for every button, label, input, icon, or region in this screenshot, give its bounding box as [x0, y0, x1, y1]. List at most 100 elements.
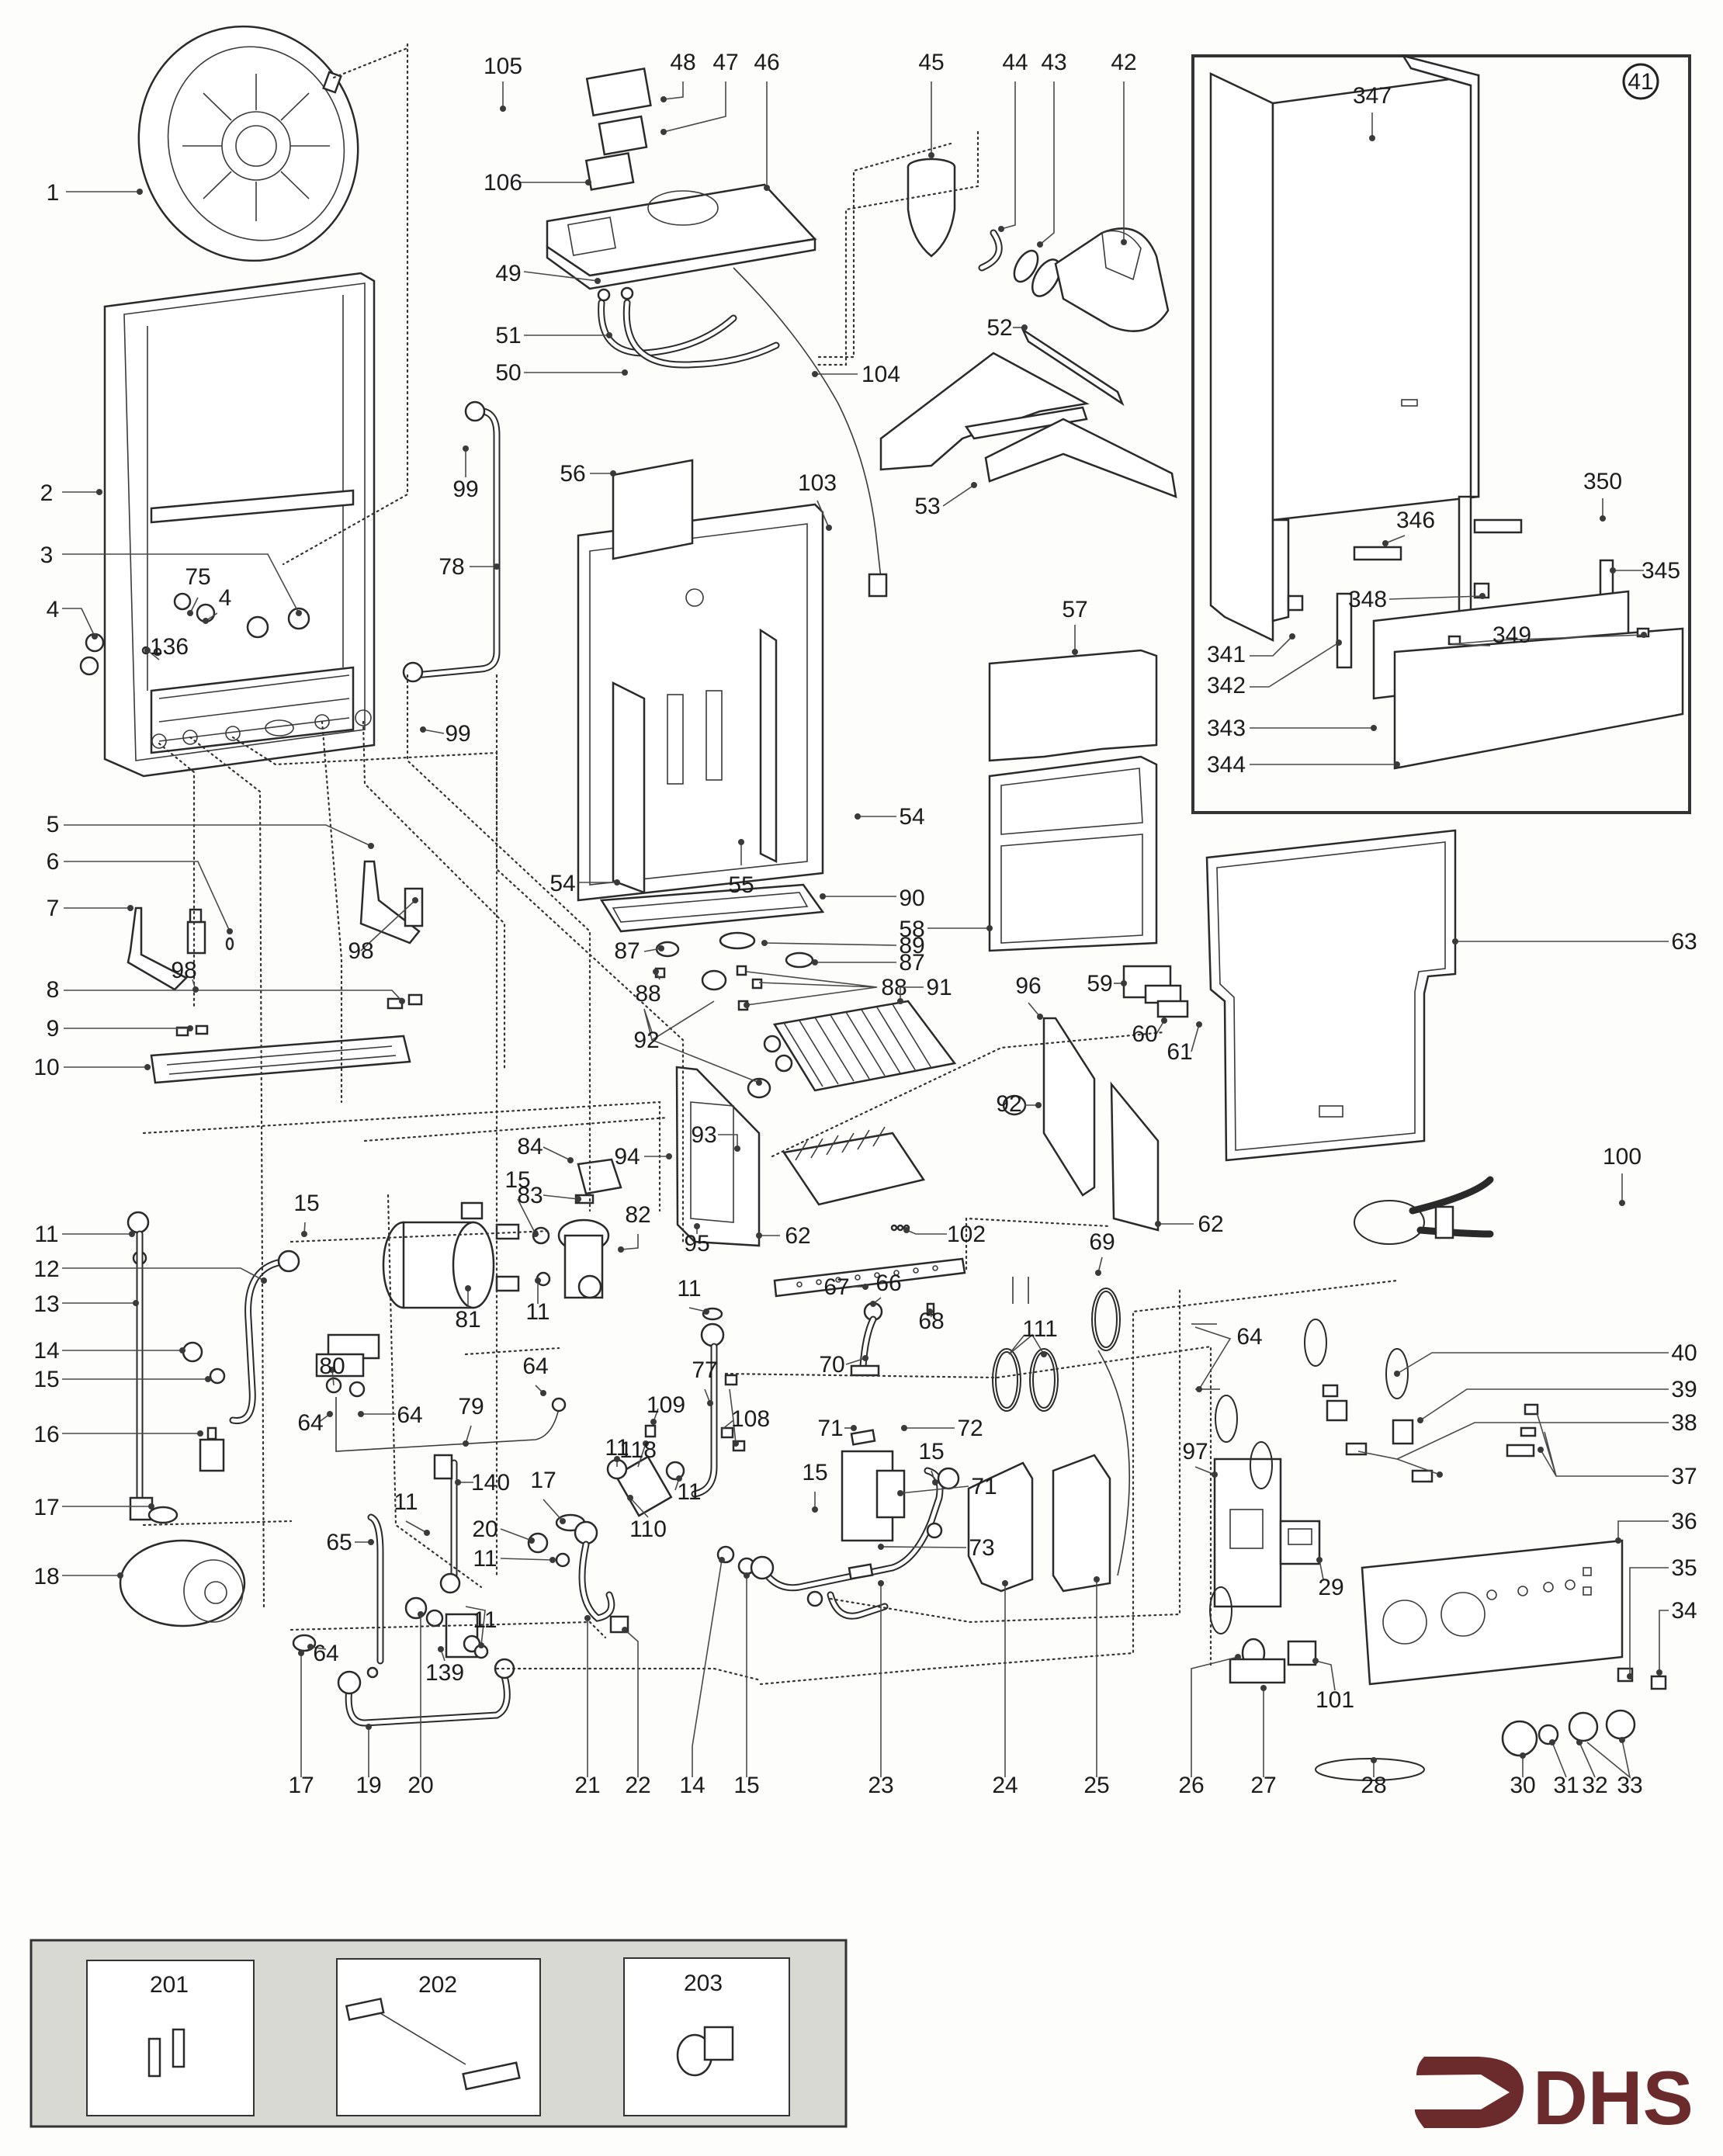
callout-87: 87	[614, 938, 664, 964]
leader-dot	[1196, 1021, 1202, 1028]
callout-16: 16	[33, 1422, 203, 1447]
callout-92: 92	[996, 1091, 1042, 1117]
leader-dot	[1619, 1737, 1625, 1743]
leader-dot	[610, 470, 616, 477]
part-number-label: 83	[517, 1183, 543, 1208]
leader-dot	[463, 1440, 469, 1447]
part-number-label: 108	[731, 1406, 770, 1432]
part-number-label: 93	[691, 1122, 716, 1148]
part-number-label: 341	[1207, 642, 1246, 667]
part-number-label: 15	[504, 1167, 530, 1193]
part-number-label: 61	[1167, 1039, 1192, 1065]
leader-line	[543, 1146, 571, 1161]
callout-11: 11	[465, 1606, 497, 1648]
accessory-card-202	[336, 1958, 541, 2116]
part-number-label: 70	[819, 1352, 844, 1378]
callout-81: 81	[455, 1285, 481, 1333]
leader-dot	[205, 1376, 211, 1382]
part-number-label: 342	[1207, 673, 1246, 698]
callout-27: 27	[1250, 1685, 1277, 1798]
part-fan-hood	[546, 67, 888, 598]
part-number-label: 88	[635, 981, 660, 1007]
leader-dot	[540, 1390, 546, 1396]
leader-dot	[1417, 1417, 1423, 1423]
part-number-label: 89	[899, 933, 924, 958]
inset-id: 41	[1628, 69, 1653, 95]
part-number-label: 7	[47, 896, 60, 921]
part-number-label: 71	[971, 1474, 997, 1499]
leader-dot	[738, 839, 744, 845]
callout-100: 100	[1603, 1144, 1642, 1206]
callout-28: 28	[1361, 1757, 1387, 1798]
leader-dot	[660, 129, 667, 135]
leader-dot	[1576, 1739, 1583, 1745]
inset-id-circle	[1622, 63, 1659, 100]
callout-64: 64	[307, 1641, 339, 1666]
part-number-label: 139	[425, 1660, 464, 1686]
leader-line	[900, 986, 924, 1001]
callout-343: 343	[1207, 716, 1377, 741]
part-number-label: 105	[484, 54, 522, 79]
callout-26: 26	[1178, 1654, 1241, 1798]
leader-line	[764, 942, 897, 946]
leader-dot	[878, 1544, 884, 1550]
leader-dot	[897, 1490, 903, 1496]
leader-dot	[986, 925, 993, 931]
leader-dot	[1549, 1739, 1555, 1745]
leader-line	[1315, 1660, 1336, 1691]
callout-78: 78	[439, 554, 500, 580]
part-number-label: 28	[1361, 1773, 1386, 1798]
callout-11: 11	[473, 1546, 556, 1572]
callout-58: 58	[899, 917, 993, 942]
callout-69: 69	[1089, 1229, 1115, 1276]
callout-99: 99	[420, 721, 471, 747]
leader-dot	[1394, 1371, 1400, 1377]
part-number-label: 45	[918, 50, 944, 75]
callout-3: 3	[40, 542, 302, 616]
part-number-label: 84	[517, 1134, 543, 1159]
part-number-label: 97	[1182, 1439, 1208, 1464]
inset-outer-case: 41	[1191, 54, 1691, 814]
callout-29: 29	[1316, 1557, 1344, 1600]
part-number-label: 350	[1583, 469, 1622, 494]
callout-24: 24	[992, 1580, 1018, 1798]
callout-118: 118	[619, 1437, 657, 1468]
part-front-panels	[988, 649, 1189, 1018]
leader-dot	[144, 647, 151, 653]
leader-dot	[1260, 1685, 1267, 1691]
part-number-label: 4	[47, 597, 60, 622]
leader-line	[1388, 595, 1483, 600]
part-number-label: 38	[1671, 1410, 1697, 1436]
part-number-label: 64	[1236, 1324, 1262, 1350]
part-number-label: 69	[1089, 1229, 1115, 1255]
callout-72: 72	[901, 1416, 983, 1441]
part-number-label: 11	[473, 1546, 497, 1572]
leader-line	[500, 1558, 553, 1561]
leader-dot	[878, 1580, 884, 1586]
leader-line	[1420, 1388, 1669, 1421]
part-number-label: 80	[319, 1354, 345, 1379]
callout-32: 32	[1576, 1739, 1608, 1798]
part-number-label: 2	[40, 480, 54, 506]
part-number-label: 25	[1083, 1773, 1109, 1798]
leader-dot	[494, 563, 500, 570]
part-number-label: 87	[899, 950, 924, 976]
leader-dot	[187, 1025, 193, 1031]
leader-dot	[1538, 1447, 1544, 1453]
part-number-label: 17	[288, 1773, 314, 1798]
callout-345: 345	[1610, 558, 1680, 584]
part-number-label: 51	[495, 323, 521, 348]
callout-70: 70	[819, 1352, 868, 1378]
leader-dot	[296, 610, 302, 616]
callout-64: 64	[358, 1402, 423, 1428]
part-combustion-chamber	[577, 459, 1160, 1247]
part-number-label: 8	[47, 977, 60, 1003]
callout-88: 88	[744, 971, 907, 1008]
leader-dot	[137, 189, 143, 195]
part-number-label: 102	[947, 1222, 986, 1247]
part-number-label: 43	[1041, 50, 1066, 75]
part-number-label: 347	[1353, 83, 1392, 109]
leader-dot	[998, 226, 1004, 232]
leader-dot	[971, 482, 977, 488]
part-number-label: 11	[605, 1435, 629, 1461]
